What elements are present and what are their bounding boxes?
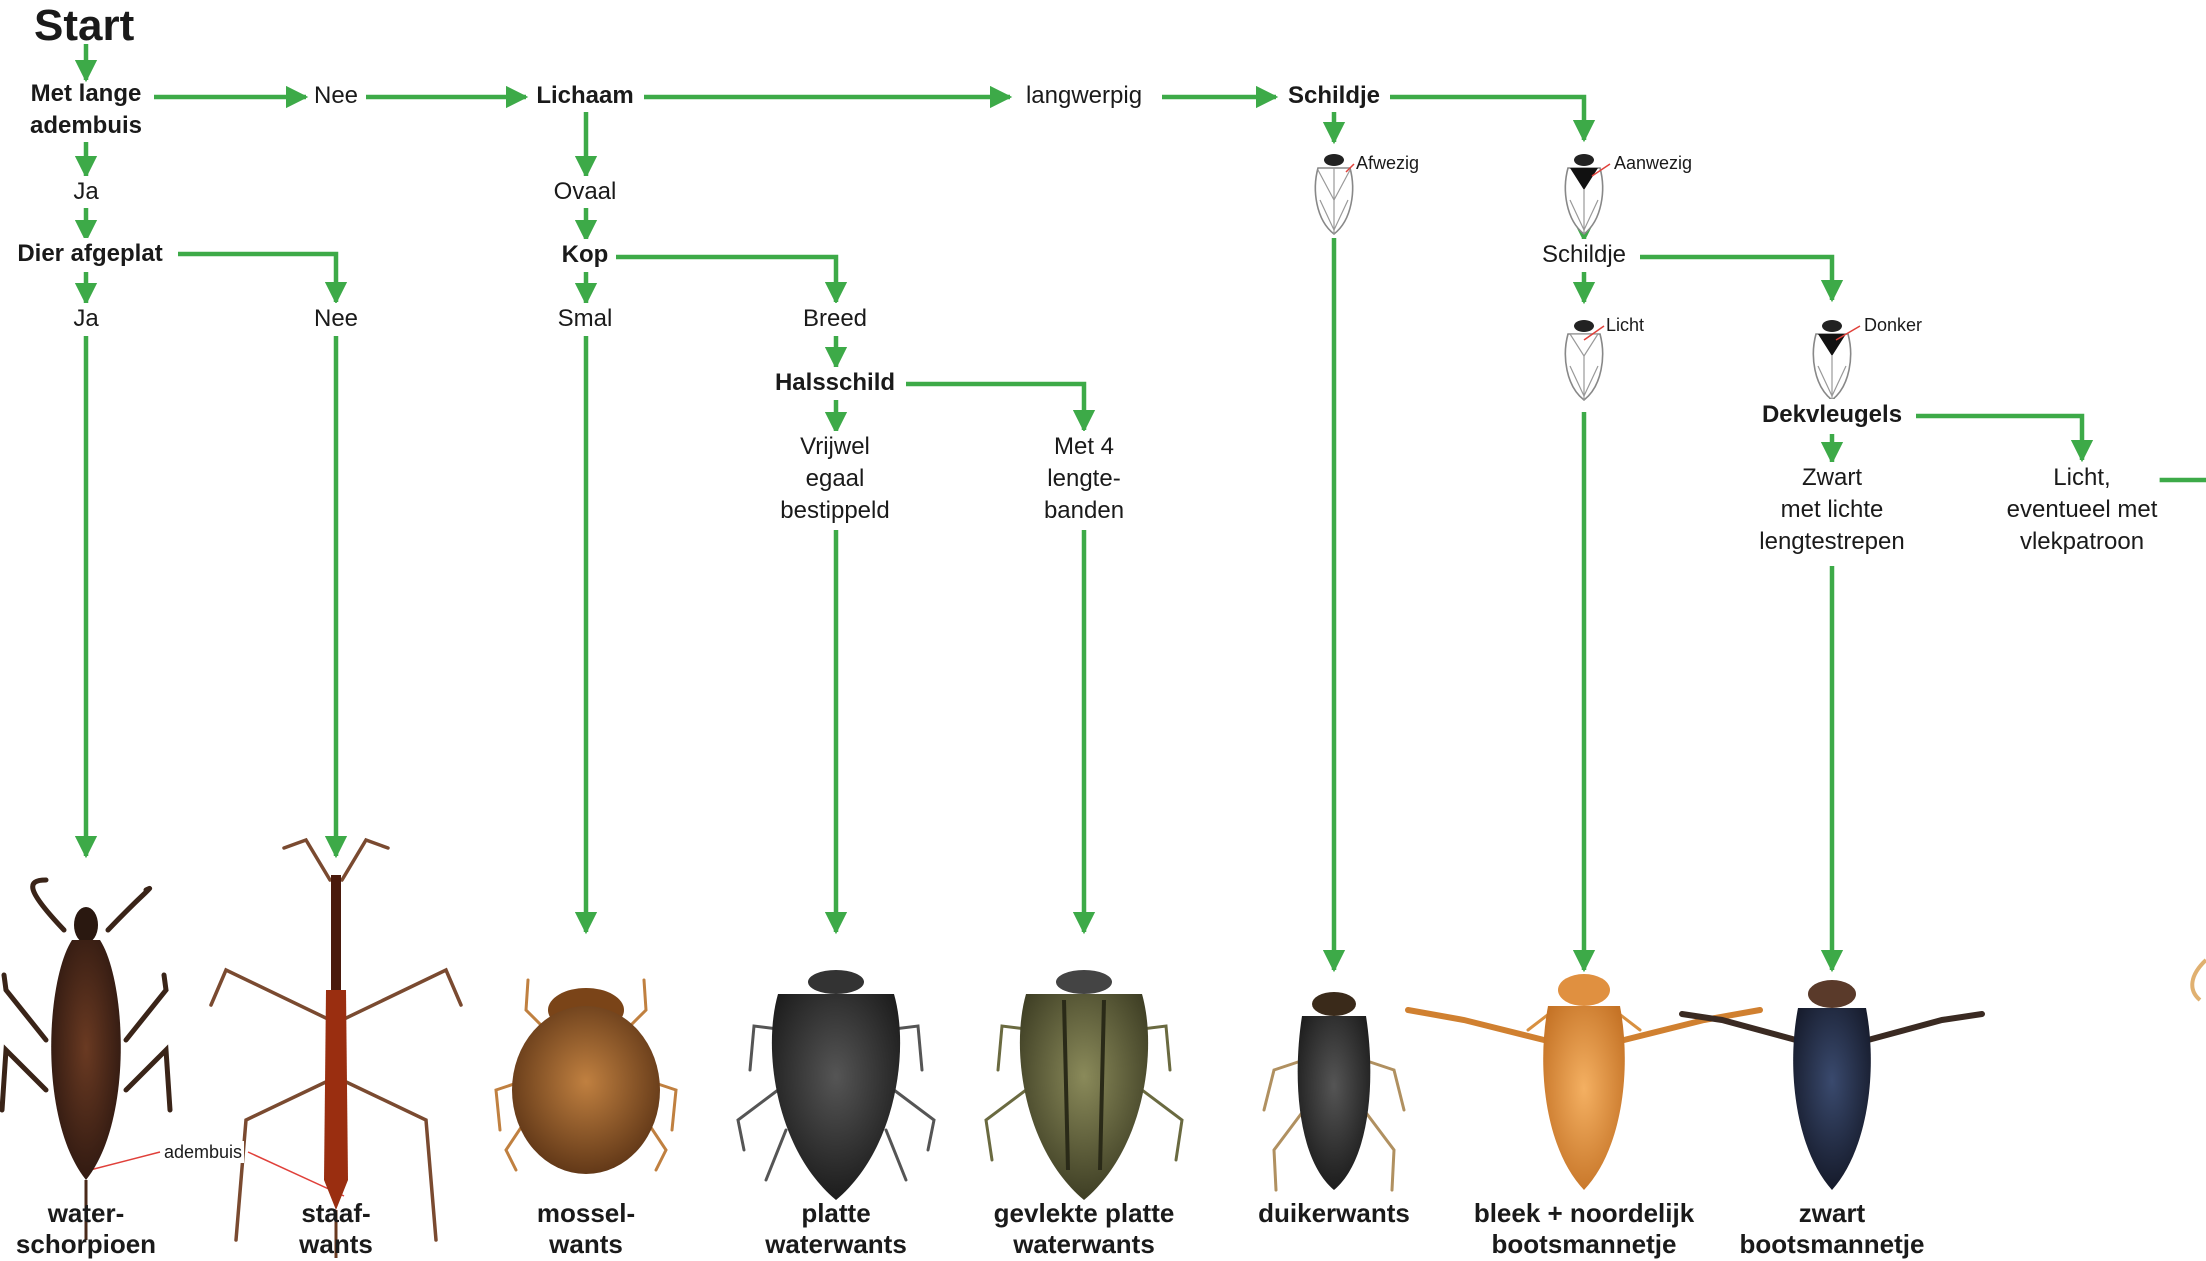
node-smal: Smal: [556, 303, 615, 335]
waterschorpioen-image: [2, 880, 170, 1240]
label-donker: Donker: [1864, 314, 1922, 336]
staafwants-image: [211, 840, 461, 1258]
node-licht-eventueel-met-vlekpatroon: Licht, eventueel met vlekpatroon: [2005, 462, 2160, 558]
node-langwerpig: langwerpig: [1024, 80, 1144, 112]
node-met-4-lengtebanden: Met 4 lengte- banden: [1042, 431, 1126, 527]
node-schildje-2: Schildje: [1540, 239, 1628, 271]
cropped-insect-image: [2192, 960, 2206, 1000]
mosselwants-image: [496, 980, 676, 1174]
bleek-noordelijk-bootsmannetje-image: [1408, 974, 1760, 1190]
label-afwezig: Afwezig: [1356, 152, 1419, 174]
node-halsschild: Halsschild: [773, 367, 897, 399]
bug-outline-licht-icon: [1565, 320, 1602, 400]
node-nee-2: Nee: [312, 303, 360, 335]
node-ja-1: Ja: [71, 176, 100, 208]
species-name-waterschorpioen: water- schorpioen: [16, 1198, 156, 1260]
species-name-platte-waterwants: platte waterwants: [765, 1198, 907, 1260]
node-nee-1: Nee: [312, 80, 360, 112]
platte-waterwants-image: [738, 970, 934, 1200]
species-name-duikerwants: duikerwants: [1258, 1198, 1410, 1229]
node-ovaal: Ovaal: [552, 176, 619, 208]
zwart-bootsmannetje-image: [1682, 980, 1982, 1190]
gevlekte-platte-waterwants-image: [986, 970, 1182, 1200]
node-dekvleugels: Dekvleugels: [1760, 399, 1904, 431]
duikerwants-image: [1264, 992, 1404, 1190]
node-vrijwel-egaal-bestippeld: Vrijwel egaal bestippeld: [778, 431, 891, 527]
node-schildje-1: Schildje: [1286, 80, 1382, 112]
bug-outline-afwezig-icon: [1315, 154, 1352, 234]
page-title: Start: [34, 0, 134, 52]
species-name-mosselwants: mossel- wants: [537, 1198, 635, 1260]
node-kop: Kop: [560, 239, 611, 271]
bug-outline-donker-icon: [1813, 320, 1850, 400]
species-name-zwart-bootsmannetje: zwart bootsmannetje: [1740, 1198, 1925, 1260]
species-name-staafwants: staaf- wants: [299, 1198, 373, 1260]
bug-outline-aanwezig-icon: [1565, 154, 1602, 234]
node-lichaam: Lichaam: [534, 80, 635, 112]
node-dier-afgeplat: Dier afgeplat: [15, 238, 164, 270]
node-zwart-met-lichte-lengtestrepen: Zwart met lichte lengtestrepen: [1757, 462, 1906, 558]
node-ja-2: Ja: [71, 303, 100, 335]
node-met-lange-adembuis: Met lange adembuis: [28, 78, 144, 142]
species-name-bleek-noordelijk-bootsmannetje: bleek + noordelijk bootsmannetje: [1474, 1198, 1694, 1260]
node-breed: Breed: [801, 303, 869, 335]
label-aanwezig: Aanwezig: [1614, 152, 1692, 174]
label-adembuis: adembuis: [162, 1141, 244, 1163]
label-licht: Licht: [1606, 314, 1644, 336]
species-name-gevlekte-platte-waterwants: gevlekte platte waterwants: [994, 1198, 1175, 1260]
